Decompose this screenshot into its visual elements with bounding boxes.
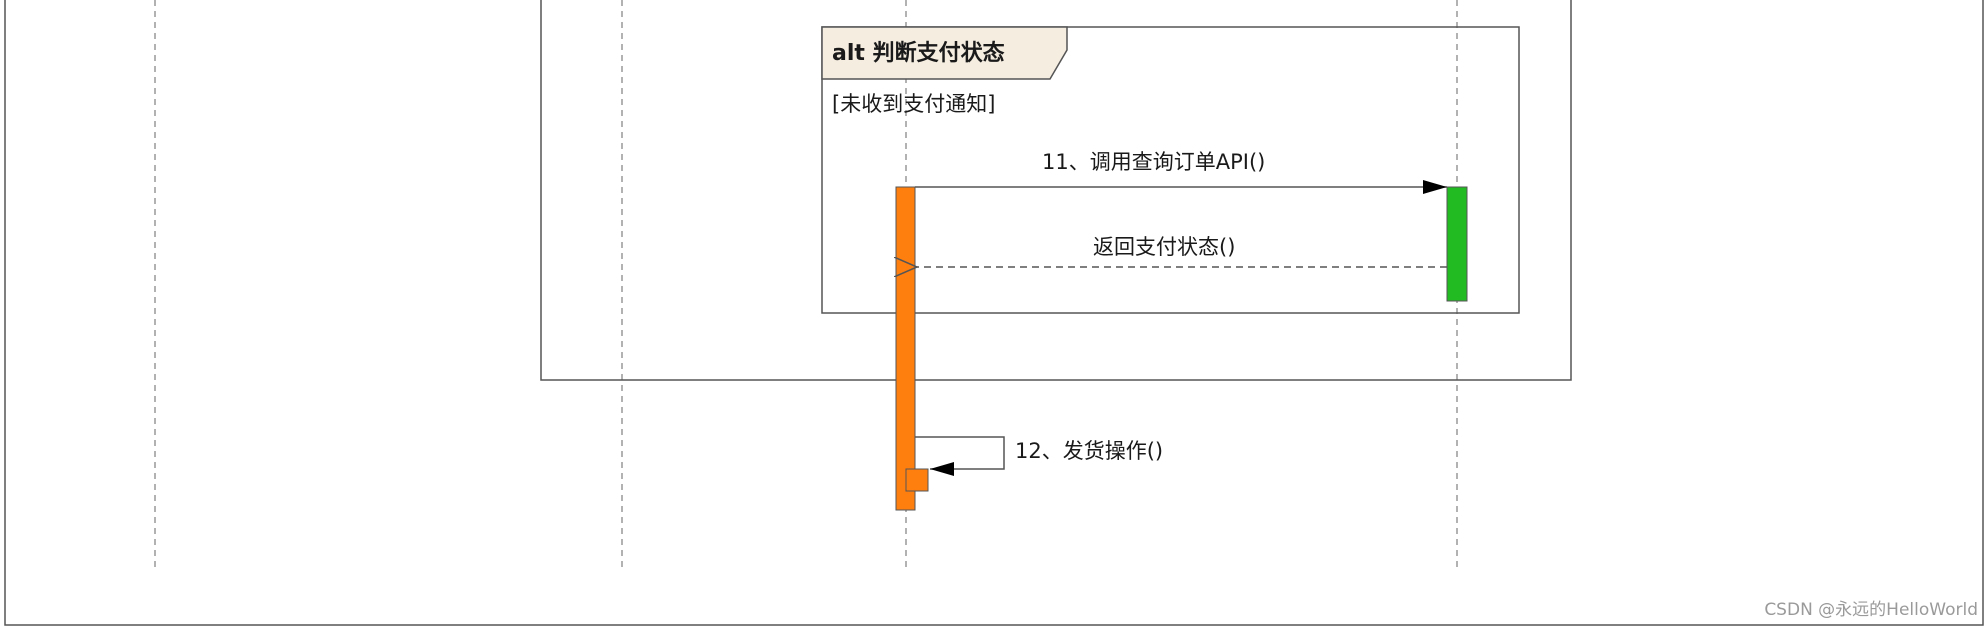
activation-bar-api (1446, 186, 1468, 302)
alt-operator-label: alt 判断支付状态 (832, 40, 1005, 66)
alt-fragment-tab (821, 26, 1068, 80)
message-return-status-label: 返回支付状态() (1093, 235, 1235, 259)
message-self-ship-arrow (915, 436, 1005, 476)
outer-fragment (540, 0, 1572, 381)
message-self-ship-label: 12、发货操作() (1015, 439, 1163, 463)
message-call-query-label: 11、调用查询订单API() (1042, 150, 1265, 174)
diagram-border (4, 0, 1984, 626)
watermark: CSDN @永远的HelloWorld (1764, 600, 1978, 620)
alt-guard-label: [未收到支付通知] (832, 92, 995, 116)
activation-bar-main (895, 186, 916, 511)
activation-bar-nested (905, 468, 929, 492)
alt-fragment (821, 26, 1520, 314)
